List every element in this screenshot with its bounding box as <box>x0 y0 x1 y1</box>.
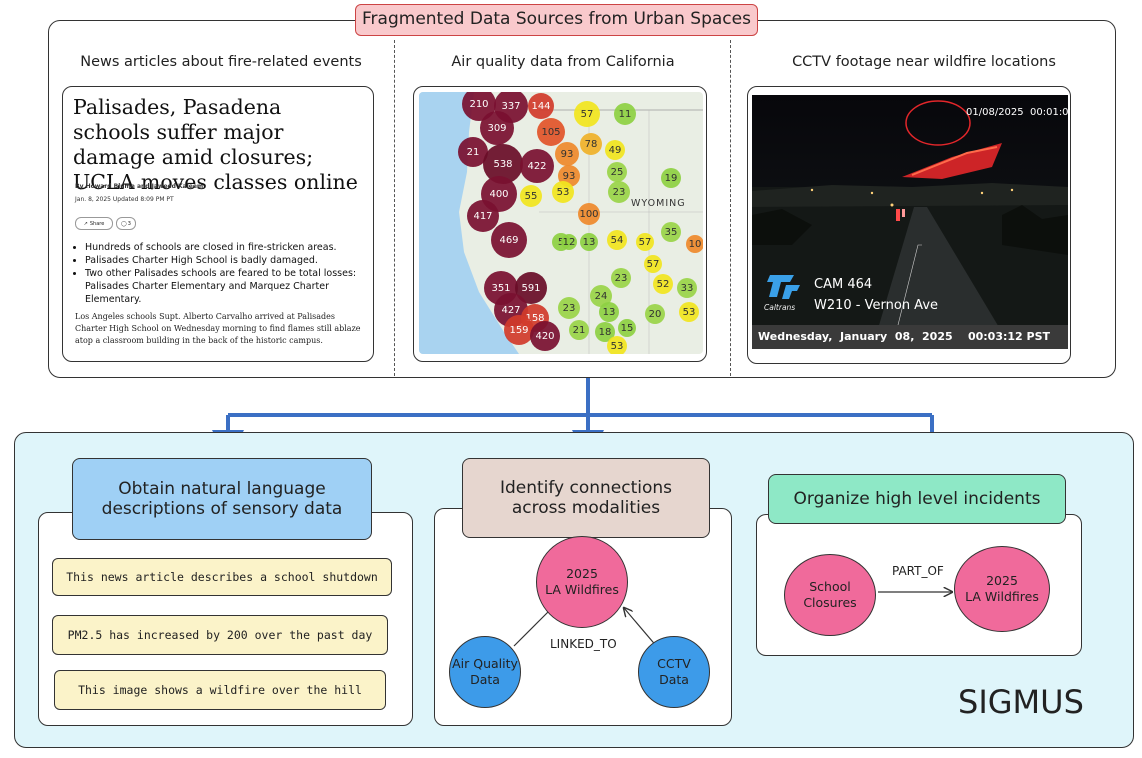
aq-reading-marker[interactable]: 25 <box>607 162 627 182</box>
aq-reading-marker[interactable]: 33 <box>677 278 697 298</box>
cctv-timestamp-top: 01/08/2025 00:01:04 <box>966 107 1071 118</box>
step-describe-title: Obtain natural language descriptions of … <box>72 458 372 540</box>
aq-reading-marker[interactable]: 422 <box>520 149 554 183</box>
edge-cctv-to-wildfire <box>624 608 659 649</box>
aq-reading-marker[interactable]: 53 <box>552 181 574 203</box>
aq-reading-marker[interactable]: 21 <box>569 320 589 340</box>
aq-reading-marker[interactable]: 11 <box>614 103 636 125</box>
article-date: Jan. 8, 2025 Updated 8:09 PM PT <box>75 196 174 203</box>
aq-reading-marker[interactable]: 12 <box>561 234 577 250</box>
aq-reading-marker[interactable]: 54 <box>607 230 627 250</box>
step-organize-title: Organize high level incidents <box>768 474 1066 524</box>
news-article-card: Palisades, Pasadena schools suffer major… <box>62 86 374 362</box>
aq-reading-marker[interactable]: 57 <box>644 255 662 273</box>
node-la-wildfires-incident: 2025 LA Wildfires <box>954 546 1050 632</box>
aq-reading-marker[interactable]: 100 <box>578 203 600 225</box>
cctv-card: 01/08/2025 00:01:04 Caltrans CAM 464 W21… <box>747 86 1071 364</box>
aq-reading-marker[interactable]: 23 <box>608 181 630 203</box>
air-quality-description: PM2.5 has increased by 200 over the past… <box>52 615 388 655</box>
news-description: This news article describes a school shu… <box>52 558 392 596</box>
edge-label-linked-to: LINKED_TO <box>550 637 617 651</box>
aq-reading-marker[interactable]: 309 <box>480 111 514 145</box>
article-byline: By Howard Blume and Jaweed Kaleem <box>75 183 204 190</box>
cctv-description: This image shows a wildfire over the hil… <box>54 670 386 710</box>
aq-reading-marker[interactable]: 417 <box>467 200 499 232</box>
edge-part-of-arrow <box>878 580 956 600</box>
aq-reading-marker[interactable]: 15 <box>618 319 636 337</box>
aq-reading-marker[interactable]: 13 <box>599 302 619 322</box>
aq-reading-marker[interactable]: 78 <box>580 133 602 155</box>
caltrans-logo <box>764 271 802 301</box>
aq-reading-marker[interactable]: 105 <box>537 118 565 146</box>
aq-reading-marker[interactable]: 20 <box>645 304 665 324</box>
state-label: WYOMING <box>631 198 686 209</box>
sigmus-brand: SIGMUS <box>958 683 1084 721</box>
article-bullets: Hundreds of schools are closed in fire-s… <box>73 241 371 306</box>
panel-title: Fragmented Data Sources from Urban Space… <box>355 4 758 36</box>
air-quality-column-heading: Air quality data from California <box>451 54 675 70</box>
article-body: Los Angeles schools Supt. Alberto Carval… <box>75 312 361 345</box>
news-column-heading: News articles about fire-related events <box>80 54 362 70</box>
aq-reading-marker[interactable]: 420 <box>530 321 560 351</box>
aq-reading-marker[interactable]: 10 <box>686 235 703 253</box>
aq-reading-marker[interactable]: 93 <box>555 142 579 166</box>
caltrans-wordmark: Caltrans <box>764 303 796 312</box>
node-cctv-data: CCTV Data <box>638 636 710 708</box>
aq-reading-marker[interactable]: 144 <box>528 93 554 119</box>
column-divider <box>394 40 395 376</box>
cctv-frame: 01/08/2025 00:01:04 Caltrans CAM 464 W21… <box>752 95 1071 349</box>
aq-reading-marker[interactable]: 23 <box>611 268 631 288</box>
aq-reading-marker[interactable]: 13 <box>580 233 598 251</box>
node-school-closures: School Closures <box>784 554 876 636</box>
aq-reading-marker[interactable]: 23 <box>558 297 580 319</box>
edge-label-part-of: PART_OF <box>892 564 944 578</box>
caltrans-logo-icon <box>767 275 800 299</box>
aq-reading-marker[interactable]: 55 <box>520 185 542 207</box>
camera-id: CAM 464 <box>814 277 873 292</box>
aq-reading-marker[interactable]: 19 <box>661 168 681 188</box>
cctv-timestamp-bottom: Wednesday, January 08, 2025 00:03:12 PST <box>758 330 1050 343</box>
node-la-wildfires: 2025 LA Wildfires <box>536 536 628 628</box>
aq-reading-marker[interactable]: 52 <box>653 274 673 294</box>
cctv-scene <box>752 95 1068 349</box>
aq-reading-marker[interactable]: 57 <box>574 101 600 127</box>
aq-reading-marker[interactable]: 53 <box>607 336 627 354</box>
article-bullet: Two other Palisades schools are feared t… <box>85 267 371 306</box>
aq-reading-marker[interactable]: 469 <box>491 222 527 258</box>
share-button[interactable]: ↗Share <box>75 217 113 230</box>
camera-location: W210 - Vernon Ave <box>814 298 939 313</box>
article-bullet: Palisades Charter High School is badly d… <box>85 254 371 267</box>
aq-reading-marker[interactable]: 57 <box>636 233 654 251</box>
share-icon: ↗ <box>83 220 88 227</box>
aq-reading-marker[interactable]: 35 <box>661 222 681 242</box>
aq-reading-marker[interactable]: 159 <box>504 315 534 345</box>
article-bullet: Hundreds of schools are closed in fire-s… <box>85 241 371 254</box>
node-air-quality-data: Air Quality Data <box>449 636 521 708</box>
comments-button[interactable]: ◯3 <box>116 217 136 230</box>
aq-reading-marker[interactable]: 49 <box>605 140 625 160</box>
cctv-column-heading: CCTV footage near wildfire locations <box>792 54 1056 70</box>
article-headline: Palisades, Pasadena schools suffer major… <box>73 95 358 194</box>
aq-reading-marker[interactable]: 24 <box>590 285 612 307</box>
comment-icon: ◯ <box>121 220 127 227</box>
aq-reading-marker[interactable]: 53 <box>679 302 699 322</box>
column-divider <box>730 40 731 376</box>
